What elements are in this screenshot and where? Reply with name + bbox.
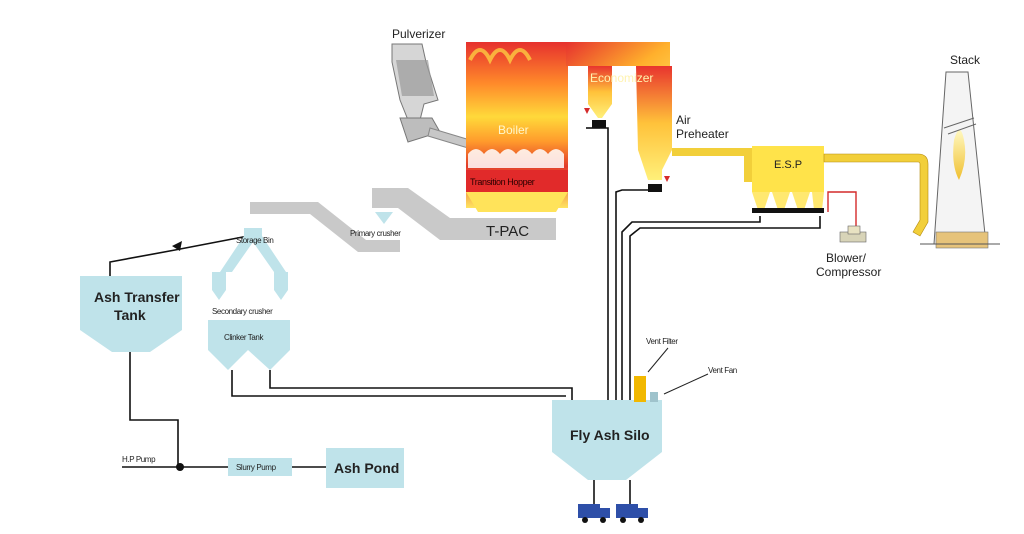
stack-label: Stack: [950, 53, 981, 67]
hp-pump-label: H.P Pump: [122, 455, 156, 464]
clinker-tank-label: Clinker Tank: [224, 333, 264, 342]
vent-filter-pointer: [647, 347, 669, 373]
air-preheater-label-1: Air: [676, 113, 691, 127]
air-preheater: [636, 66, 744, 192]
ash-pond-label: Ash Pond: [334, 460, 399, 476]
tpac-label: T-PAC: [486, 223, 529, 240]
truck-right: [616, 504, 648, 523]
ash-transfer-tank-label-2: Tank: [114, 307, 146, 323]
blower-label-2: Compressor: [816, 265, 881, 279]
hp-pump-junction: [176, 463, 184, 471]
vent-fan: [650, 392, 658, 402]
blower-compressor: [839, 225, 867, 243]
blower-air-line: [827, 191, 857, 232]
primary-crusher-label: Primary crusher: [350, 229, 401, 238]
air-preheater-label-2: Preheater: [676, 127, 729, 141]
pulverizer: [391, 43, 471, 149]
ash-transfer-tank-label-1: Ash Transfer: [94, 289, 180, 305]
pipe-network: [109, 127, 821, 504]
vent-fan-pointer: [663, 373, 709, 395]
boiler-label: Boiler: [498, 123, 529, 137]
fly-ash-silo: [552, 400, 662, 480]
economizer-label: Economizer: [590, 71, 653, 85]
storage-bin-flow-arrow: [172, 241, 182, 251]
vent-fan-label: Vent Fan: [708, 366, 737, 375]
ash-pond: [326, 448, 404, 488]
flue-duct-stack: [823, 153, 929, 237]
slurry-pump: [228, 458, 292, 476]
storage-bin-label: Storage Bin: [236, 236, 273, 245]
stack: [920, 71, 1000, 249]
slurry-pump-label: Slurry Pump: [236, 463, 277, 472]
boiler: [466, 42, 568, 212]
secondary-crusher-label: Secondary crusher: [212, 307, 273, 316]
vent-filter: [634, 376, 646, 402]
pulverizer-label: Pulverizer: [392, 27, 445, 41]
fly-ash-silo-label: Fly Ash Silo: [570, 427, 650, 443]
clinker-tank: [208, 320, 290, 370]
transition-hopper-label: Transition Hopper: [470, 177, 535, 187]
conveyor-system: [250, 188, 556, 252]
esp: [744, 146, 824, 213]
esp-label: E.S.P: [774, 159, 802, 171]
vent-filter-label: Vent Filter: [646, 337, 678, 346]
blower-label-1: Blower/: [826, 251, 867, 265]
primary-crusher: [375, 212, 393, 224]
truck-left: [578, 504, 610, 523]
storage-bin: [212, 228, 288, 300]
economizer: [584, 66, 612, 128]
ash-transfer-tank: [80, 276, 182, 352]
